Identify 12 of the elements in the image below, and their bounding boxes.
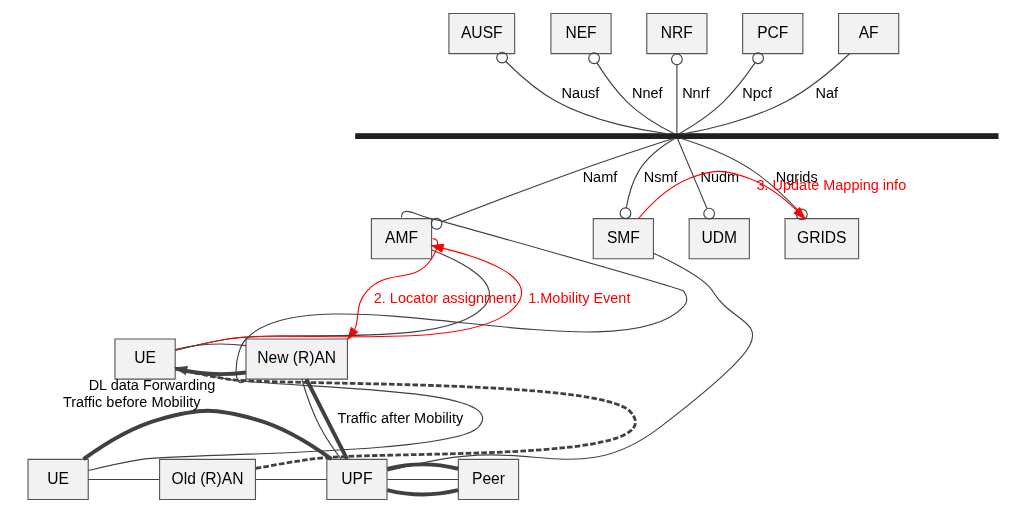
edge-label: Traffic before Mobility	[62, 393, 201, 410]
edge-label: Nnef	[632, 84, 663, 101]
edge-label: Nsmf	[643, 168, 678, 185]
edge-label: Nnrf	[682, 84, 710, 101]
edge-label: 1.Mobility Event	[528, 289, 631, 306]
edge-label: 2. Locator assignment	[373, 289, 517, 306]
edge-label: Naf	[815, 84, 839, 101]
edge-label: Nudm	[700, 168, 740, 185]
edge-label: Nausf	[561, 84, 600, 101]
edge-label: Npcf	[742, 84, 773, 101]
edge-label: Traffic after Mobility	[337, 409, 464, 426]
edge-label: Namf	[582, 168, 618, 185]
